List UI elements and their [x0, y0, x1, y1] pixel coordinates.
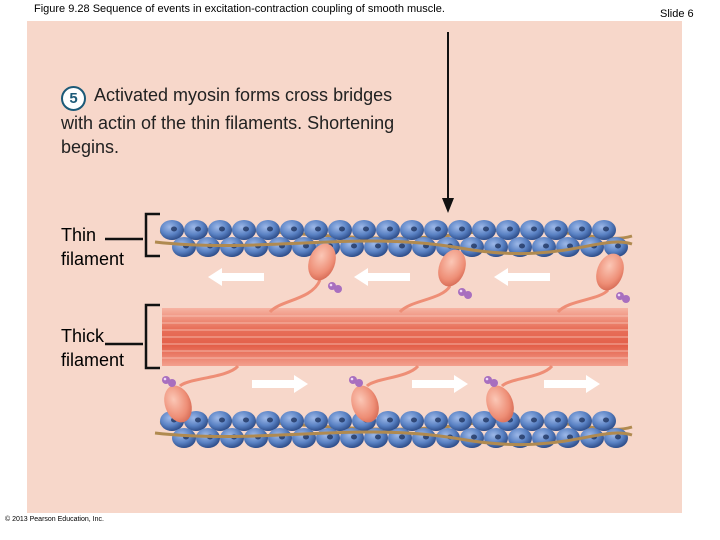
copyright: © 2013 Pearson Education, Inc. — [5, 516, 104, 523]
thick-filament — [162, 308, 628, 366]
step-text: Activated myosin forms cross bridges wit… — [61, 85, 395, 157]
phosphate-group — [458, 288, 472, 299]
thick-label-line2: filament — [61, 350, 125, 370]
myosin-head — [596, 253, 624, 291]
arrows-left — [208, 268, 550, 286]
thin-filament-bracket — [105, 212, 160, 258]
pointer-arrow — [442, 32, 454, 213]
step-number-badge: 5 — [61, 86, 86, 111]
phosphate-group — [162, 376, 176, 387]
figure-title: Figure 9.28 Sequence of events in excita… — [34, 3, 445, 15]
thin-label-line2: filament — [61, 249, 125, 269]
phosphate-group — [616, 292, 630, 303]
myosin-head — [164, 385, 192, 423]
phosphate-group — [349, 376, 363, 387]
cross-bridges-top — [268, 243, 630, 314]
thick-filament-bracket — [105, 303, 160, 370]
thin-filament-bottom — [154, 411, 633, 448]
thin-filament-top — [154, 220, 633, 257]
phosphate-group — [328, 282, 342, 293]
slide-number: Slide 6 — [660, 8, 694, 20]
arrows-right — [252, 375, 600, 393]
cross-bridges-bottom — [162, 364, 554, 423]
myosin-head — [351, 385, 379, 423]
myosin-head — [438, 249, 466, 287]
thick-label-line1: Thick — [61, 326, 105, 346]
thick-filament-label: Thick filament — [61, 324, 124, 372]
thin-label-line1: Thin — [61, 225, 97, 245]
phosphate-group — [484, 376, 498, 387]
thin-filament-label: Thin filament — [61, 223, 124, 271]
myosin-head — [308, 243, 336, 281]
myosin-head — [486, 385, 514, 423]
